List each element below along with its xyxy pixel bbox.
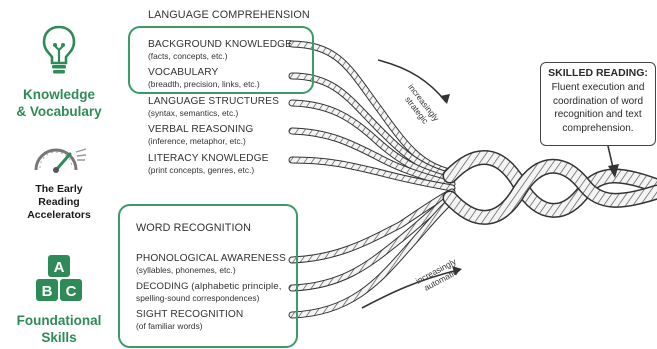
knowledge-title: Knowledge & Vocabulary: [16, 87, 102, 119]
literacy-knowledge-title: LITERACY KNOWLEDGE: [148, 153, 269, 164]
speedometer-icon: [30, 144, 88, 174]
verbal-reasoning-title: VERBAL REASONING: [148, 124, 254, 135]
vocabulary-title: VOCABULARY: [148, 67, 219, 78]
foundational-title: Foundational Skills: [16, 313, 102, 345]
skilled-pointer-head: [608, 164, 619, 178]
skilled-reading-title: SKILLED READING:: [548, 67, 648, 79]
vocabulary-sub: (breadth, precision, links, etc.): [148, 79, 260, 89]
decoding-sub: spelling-sound correspondences): [136, 293, 260, 303]
skilled-reading-box: SKILLED READING: Fluent execution and co…: [540, 62, 656, 146]
word-strands: [288, 188, 456, 319]
abc-blocks-icon: A B C: [34, 253, 84, 303]
block-c-letter: C: [66, 283, 77, 300]
phonological-awareness-sub: (syllables, phonemes, etc.): [136, 265, 236, 275]
verbal-reasoning-sub: (inference, metaphor, etc.): [148, 136, 246, 146]
block-b-letter: B: [42, 283, 53, 300]
left-sidebar: Knowledge & Vocabulary The Early Reading…: [0, 0, 118, 349]
automatic-arrow: [361, 269, 459, 309]
literacy-knowledge-sub: (print concepts, genres, etc.): [148, 165, 255, 175]
background-knowledge-title: BACKGROUND KNOWLEDGE: [148, 39, 293, 50]
background-knowledge-sub: (facts, concepts, etc.): [148, 51, 228, 61]
foundational-highlight-box: [118, 204, 298, 348]
skilled-reading-body: Fluent execution and coordination of wor…: [551, 82, 645, 134]
strategic-arrowhead: [440, 94, 450, 104]
lightbulb-icon: [40, 24, 78, 78]
word-recognition-header: WORD RECOGNITION: [136, 222, 251, 234]
decoding-title: DECODING (alphabetic principle,: [136, 281, 282, 292]
phonological-awareness-title: PHONOLOGICAL AWARENESS: [136, 253, 286, 264]
automatic-arrowhead: [452, 266, 462, 275]
accelerators-title: The Early Reading Accelerators: [27, 183, 91, 221]
sight-recognition-title: SIGHT RECOGNITION: [136, 309, 244, 320]
language-structures-sub: (syntax, semantics, etc.): [148, 108, 239, 118]
braided-rope: [442, 150, 657, 225]
knowledge-highlight-box: [128, 26, 314, 94]
language-structures-title: LANGUAGE STRUCTURES: [148, 96, 279, 107]
sight-recognition-sub: (of familiar words): [136, 321, 203, 331]
language-comprehension-header: LANGUAGE COMPREHENSION: [148, 9, 310, 21]
language-strands: [288, 40, 456, 192]
block-a-letter: A: [54, 259, 65, 276]
